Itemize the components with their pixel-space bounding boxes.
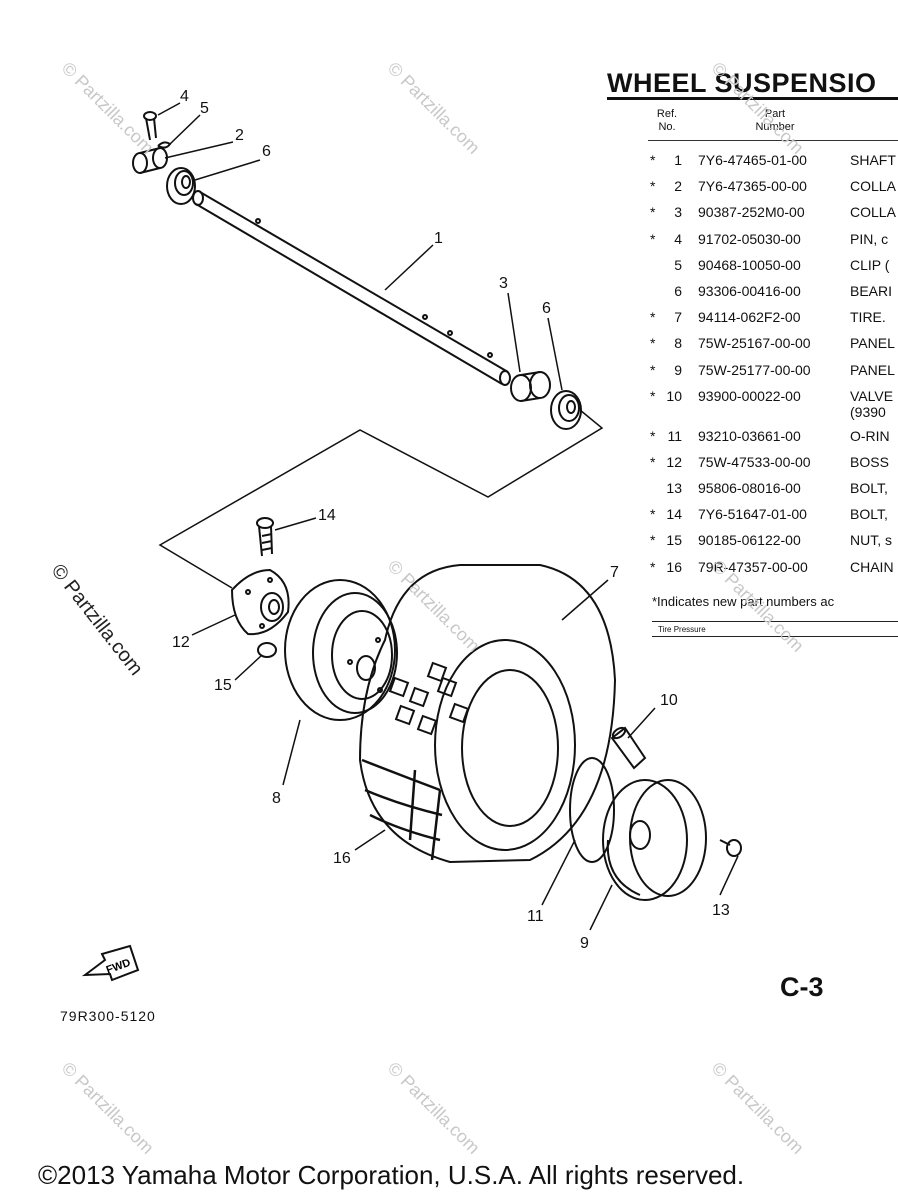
callout-6-top: 6 (262, 143, 271, 160)
shaft-part-1 (192, 190, 511, 386)
table-header-part-number: Part Number (755, 108, 795, 133)
collar-part-3 (510, 371, 551, 402)
title-underline (607, 97, 898, 100)
table-header-divider (648, 140, 898, 141)
collar-part-2 (132, 147, 168, 174)
page-title: WHEEL SUSPENSIO (607, 68, 877, 98)
callout-9: 9 (580, 935, 589, 952)
bolt-part-14 (256, 517, 274, 557)
callout-12: 12 (172, 634, 190, 651)
callout-16: 16 (333, 850, 351, 867)
o-ring-part-11 (569, 757, 615, 863)
boss-part-12 (230, 568, 290, 636)
tire-part-7 (358, 564, 617, 864)
panel-part-8 (284, 579, 398, 721)
valve-part-10 (610, 726, 647, 770)
callout-5: 5 (200, 100, 209, 117)
bolt-part-13 (719, 839, 742, 857)
bearing-part-6-top (166, 167, 196, 205)
callout-leader-lines (157, 102, 739, 931)
callout-6-bottom: 6 (542, 300, 551, 317)
callout-11: 11 (527, 908, 544, 925)
tire-pressure-row: Tire Pressure (652, 621, 898, 637)
callout-10: 10 (660, 692, 678, 709)
callout-15: 15 (214, 677, 232, 694)
page-code: C-3 (780, 972, 824, 1002)
callout-8: 8 (272, 790, 281, 807)
callout-7: 7 (610, 564, 619, 581)
callout-3: 3 (499, 275, 508, 292)
callout-2: 2 (235, 127, 244, 144)
nut-part-15 (257, 642, 277, 658)
pin-part-4 (143, 111, 157, 141)
table-header-ref: Ref. No. (656, 108, 678, 133)
bearing-part-6-bottom (550, 390, 582, 430)
clip-part-5 (157, 141, 172, 149)
callout-1: 1 (434, 230, 443, 247)
copyright-notice: ©2013 Yamaha Motor Corporation, U.S.A. A… (38, 1160, 745, 1190)
callout-13: 13 (712, 902, 730, 919)
chain-part-16 (361, 758, 443, 861)
panel-part-9 (602, 779, 707, 901)
drawing-code: 79R300-5120 (60, 1008, 156, 1024)
forward-arrow-icon (81, 944, 140, 982)
assembly-guide-lines (158, 409, 604, 589)
callout-14: 14 (318, 507, 336, 524)
callout-4: 4 (180, 88, 189, 105)
new-part-footnote: *Indicates new part numbers ac (652, 594, 835, 609)
